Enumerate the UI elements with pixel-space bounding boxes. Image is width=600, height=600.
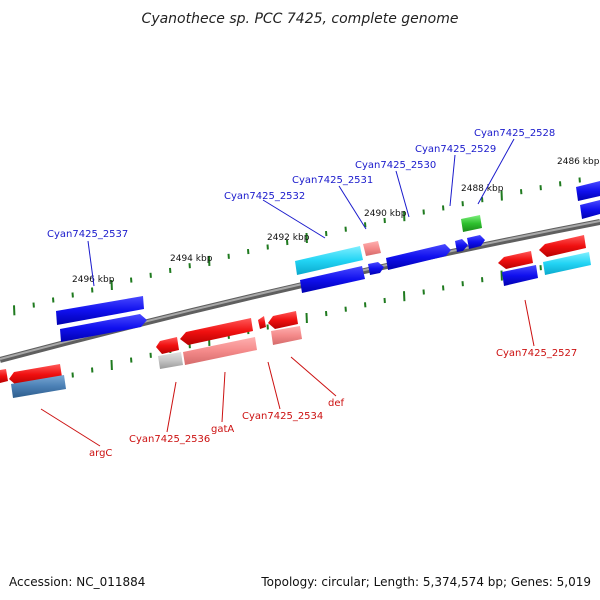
gene-arrow-2528-green[interactable]	[461, 215, 482, 232]
gene-label-2529[interactable]: Cyan7425_2529	[415, 144, 496, 155]
gene-arrow-2530[interactable]	[386, 244, 451, 270]
gene-arrow-2529[interactable]	[455, 239, 468, 252]
gene-arrow-edge-top[interactable]	[576, 181, 600, 201]
kbp-label-2486: 2486 kbp	[557, 157, 600, 167]
gene-arrow-2532-cyan[interactable]	[295, 246, 363, 275]
tick-row-upper	[13, 177, 581, 316]
gene-arrow-def-pink[interactable]	[271, 326, 302, 345]
gene-label-argC[interactable]: argC	[89, 448, 112, 459]
gene-arrow-2526-cyan[interactable]	[543, 252, 591, 275]
gene-label-2528[interactable]: Cyan7425_2528	[474, 128, 555, 139]
forward-callouts	[87, 138, 515, 287]
gene-arrow-def[interactable]	[268, 311, 298, 329]
gene-arrow-2526[interactable]	[539, 235, 586, 257]
gene-arrow-argC-steel[interactable]	[11, 375, 66, 398]
gene-label-2537[interactable]: Cyan7425_2537	[47, 229, 128, 240]
gene-arrow-2536[interactable]	[156, 337, 179, 354]
forward-strand-genes	[56, 181, 600, 342]
gene-arrow-2531[interactable]	[363, 241, 381, 256]
gene-arrow-edge-bottom[interactable]	[580, 200, 600, 219]
kbp-label-2490: 2490 kbp	[364, 209, 407, 219]
gene-arrow-2527[interactable]	[498, 251, 533, 269]
gene-arrow-2534[interactable]	[258, 316, 266, 329]
gene-arrow-gatA-pink[interactable]	[183, 337, 257, 365]
reverse-strand-genes	[0, 235, 591, 398]
gene-arrow-gatA[interactable]	[180, 318, 253, 345]
gene-label-2534[interactable]: Cyan7425_2534	[242, 411, 323, 422]
kbp-label-2492: 2492 kbp	[267, 233, 310, 243]
gene-label-def[interactable]: def	[328, 398, 345, 409]
gene-arrow-2527-blue[interactable]	[502, 265, 538, 286]
reverse-callouts	[40, 299, 535, 447]
gene-arrow-edge-left[interactable]	[0, 369, 8, 383]
gene-label-2532[interactable]: Cyan7425_2532	[224, 191, 305, 202]
kbp-label-2494: 2494 kbp	[170, 254, 213, 264]
gene-arrow-2531-blue[interactable]	[368, 262, 384, 275]
gene-arrow-2537-outer[interactable]	[56, 296, 144, 325]
gene-arrow-2537-inner[interactable]	[60, 314, 147, 342]
gene-arrow-argC[interactable]	[9, 364, 62, 385]
gene-label-gatA[interactable]: gatA	[211, 424, 234, 435]
accession-text: Accession: NC_011884	[9, 575, 145, 589]
kbp-label-2488: 2488 kbp	[461, 184, 504, 194]
gene-label-2527[interactable]: Cyan7425_2527	[496, 348, 577, 359]
map-title: Cyanothece sp. PCC 7425, complete genome	[142, 11, 459, 27]
gene-label-2536[interactable]: Cyan7425_2536	[129, 434, 210, 445]
gene-label-2530[interactable]: Cyan7425_2530	[355, 160, 436, 171]
gene-label-2531[interactable]: Cyan7425_2531	[292, 175, 373, 186]
genome-summary-text: Topology: circular; Length: 5,374,574 bp…	[260, 575, 591, 589]
gene-arrow-2532[interactable]	[300, 266, 365, 293]
gene-arrow-2528[interactable]	[467, 235, 485, 249]
gene-arrow-2536-gray[interactable]	[158, 352, 183, 369]
